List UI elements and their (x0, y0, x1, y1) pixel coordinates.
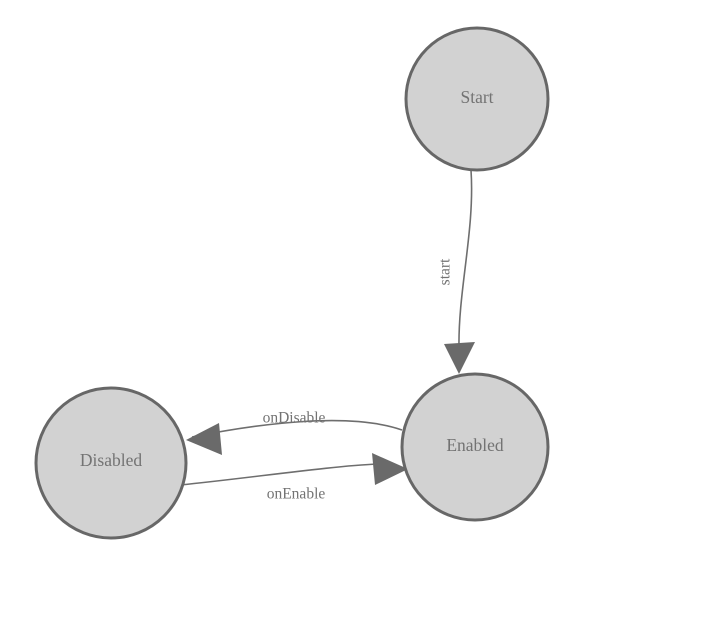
edge-label-on-disable: onDisable (263, 410, 326, 427)
edge-label-on-enable: onEnable (267, 486, 326, 503)
state-node-start-circle (404, 26, 550, 172)
arrowhead-disabled-to-enabled (372, 453, 408, 485)
arrowhead-enabled-to-disabled (186, 423, 222, 455)
edge-enabled-to-disabled[interactable] (186, 419, 403, 455)
edge-disabled-to-enabled-path (179, 463, 379, 486)
edge-label-start: start (437, 258, 454, 285)
edge-start-to-enabled-path (458, 169, 473, 349)
state-node-disabled[interactable]: Disabled (34, 386, 188, 540)
state-node-enabled-label: Enabled (446, 435, 504, 455)
state-node-disabled-circle (34, 386, 188, 540)
state-node-enabled[interactable]: Enabled (400, 372, 550, 522)
state-node-enabled-circle (400, 372, 550, 522)
edge-start-to-enabled[interactable] (444, 169, 475, 374)
state-node-disabled-label: Disabled (80, 450, 142, 470)
edge-disabled-to-enabled[interactable] (179, 453, 408, 486)
arrowhead-start-to-enabled (444, 342, 475, 374)
state-node-start[interactable]: Start (404, 26, 550, 172)
state-node-start-label: Start (460, 87, 493, 107)
